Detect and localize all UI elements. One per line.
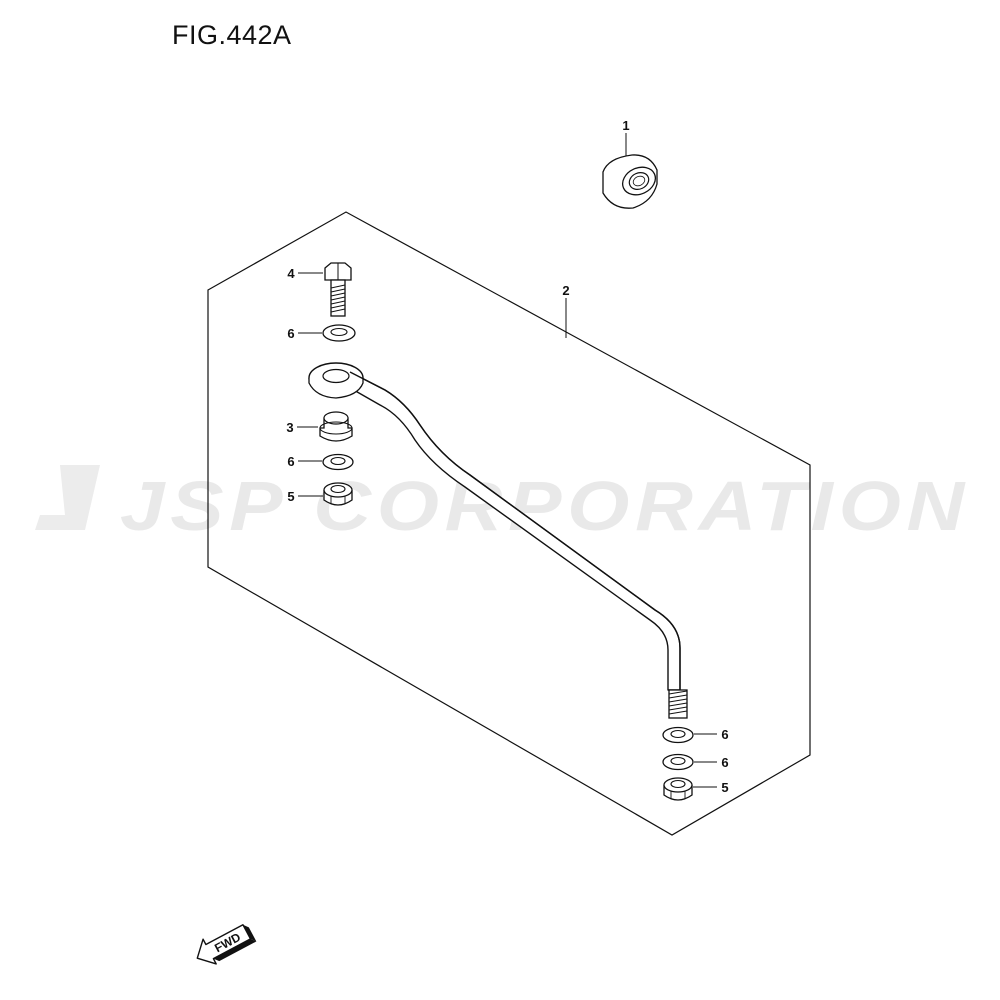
callout-6: 6	[287, 454, 294, 469]
part-drag-link-rod	[308, 362, 688, 719]
callout-5: 5	[721, 780, 728, 795]
callout-4: 4	[287, 266, 295, 281]
forward-direction-arrow: FWD	[196, 924, 257, 965]
part-bolt	[324, 262, 352, 317]
assembly-kit-outline	[207, 211, 811, 836]
part-nut	[323, 482, 353, 506]
leader-lines	[297, 133, 717, 788]
part-washer	[322, 453, 354, 471]
watermark-j-mark	[35, 465, 100, 530]
callout-6: 6	[287, 326, 294, 341]
part-washer	[662, 753, 694, 771]
part-nut	[663, 777, 693, 801]
part-washer	[322, 324, 356, 342]
callout-1: 1	[622, 118, 629, 133]
part-collar	[602, 154, 658, 209]
callout-6: 6	[721, 755, 728, 770]
callout-3: 3	[286, 420, 293, 435]
callout-6: 6	[721, 727, 728, 742]
figure-title: FIG.442A	[172, 20, 292, 50]
part-spacer	[319, 411, 353, 442]
callout-5: 5	[287, 489, 294, 504]
part-washer	[662, 726, 694, 744]
callout-2: 2	[562, 283, 569, 298]
